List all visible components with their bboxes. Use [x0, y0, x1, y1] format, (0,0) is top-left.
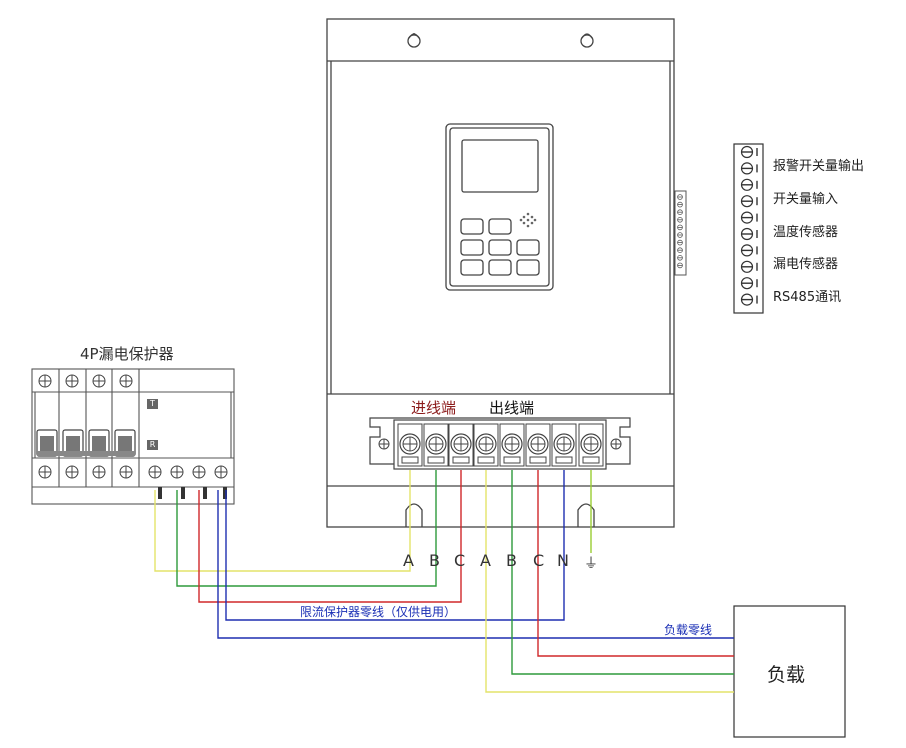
lever-bar [37, 451, 135, 456]
screw-icon [214, 465, 228, 479]
ground-icon: ⏚ [584, 556, 598, 572]
control-label-rs485: RS485通讯 [773, 290, 842, 305]
terminal-letter-in-c: C [454, 551, 466, 570]
screw-icon [378, 438, 390, 450]
panel-key-5[interactable] [516, 239, 540, 256]
wire-output-c [537, 470, 734, 657]
wire-neutral-protector [225, 470, 565, 621]
terminal-screw-icon [525, 423, 551, 467]
control-label-temperature-sensor: 温度传感器 [773, 225, 839, 240]
terminal-pin [158, 487, 162, 499]
screw-icon [610, 438, 622, 450]
terminal-screw-icon [448, 423, 474, 467]
breaker-title: 4P漏电保护器 [80, 345, 174, 363]
control-screw-icon [740, 211, 758, 224]
control-label-leakage-sensor: 漏电传感器 [773, 257, 839, 272]
control-panel [445, 123, 554, 291]
wire-output-a [485, 470, 734, 693]
control-screw-icon [740, 178, 758, 191]
lcd-display [461, 139, 539, 193]
panel-key-1[interactable] [460, 218, 484, 235]
output-terminal-label: 出线端 [489, 399, 535, 417]
mounting-hole-icon [407, 33, 421, 48]
control-terminal-strip [733, 143, 764, 314]
control-screw-icon [740, 277, 758, 290]
terminal-screw-icon [473, 423, 499, 467]
reset-mark: R [147, 440, 158, 450]
terminal-letter-out-a: A [480, 551, 491, 570]
mounting-slot-icon [405, 503, 423, 527]
panel-key-3[interactable] [460, 239, 484, 256]
control-label-switch-input: 开关量输入 [773, 192, 839, 207]
screw-icon [92, 374, 106, 388]
panel-key-6[interactable] [460, 259, 484, 276]
terminal-letter-out-b: B [506, 551, 517, 570]
control-label-alarm-output: 报警开关量输出 [773, 159, 865, 174]
side-connector-strip [674, 190, 687, 276]
screw-icon [192, 465, 206, 479]
panel-key-2[interactable] [488, 218, 512, 235]
terminal-pin [203, 487, 207, 499]
screw-icon [148, 465, 162, 479]
mounting-slot-icon [577, 503, 595, 527]
breaker-lever[interactable] [114, 429, 136, 457]
control-screw-icon [740, 260, 758, 273]
terminal-letter-n: N [557, 551, 569, 570]
terminal-screw-icon [578, 423, 604, 467]
wire-input-b [176, 470, 437, 587]
screw-icon [170, 465, 184, 479]
wire-input-c [198, 470, 462, 603]
screw-icon [92, 465, 106, 479]
terminal-screw-icon [397, 423, 423, 467]
screw-icon [38, 465, 52, 479]
control-screw-icon [740, 293, 758, 306]
terminal-screw-icon [551, 423, 577, 467]
main-terminal-block [369, 417, 631, 470]
screw-icon [38, 374, 52, 388]
screw-icon [119, 374, 133, 388]
control-screw-icon [740, 195, 758, 208]
control-screw-icon [740, 227, 758, 241]
wire-output-b [511, 470, 734, 675]
screw-icon [119, 465, 133, 479]
terminal-screw-icon [423, 423, 449, 467]
test-mark: T [147, 399, 158, 409]
breaker-lever[interactable] [62, 429, 84, 457]
control-screw-icon [740, 162, 758, 175]
wire-neutral-load [217, 490, 734, 639]
wire-input-a [154, 470, 411, 572]
load-box [733, 605, 846, 738]
input-terminal-label: 进线端 [411, 399, 457, 417]
control-screw-icon [740, 244, 758, 257]
terminal-letter-in-a: A [403, 551, 414, 570]
breaker-lever[interactable] [36, 429, 58, 457]
control-screw-icon [740, 145, 758, 159]
terminal-letter-out-c: C [533, 551, 545, 570]
load-neutral-note: 负载零线 [664, 623, 713, 637]
terminal-pin [181, 487, 185, 499]
screw-icon [65, 374, 79, 388]
leakage-breaker [31, 368, 235, 505]
mounting-hole-icon [580, 33, 594, 48]
panel-key-4[interactable] [488, 239, 512, 256]
fan-vent-icon [519, 212, 537, 228]
limit-protector-neutral-note: 限流保护器零线（仅供电用） [300, 605, 457, 619]
screw-icon [65, 465, 79, 479]
load-label: 负载 [767, 664, 806, 686]
panel-key-8[interactable] [516, 259, 540, 276]
terminal-screw-icon [499, 423, 525, 467]
terminal-letter-in-b: B [429, 551, 440, 570]
panel-key-7[interactable] [488, 259, 512, 276]
terminal-pin [223, 487, 227, 499]
